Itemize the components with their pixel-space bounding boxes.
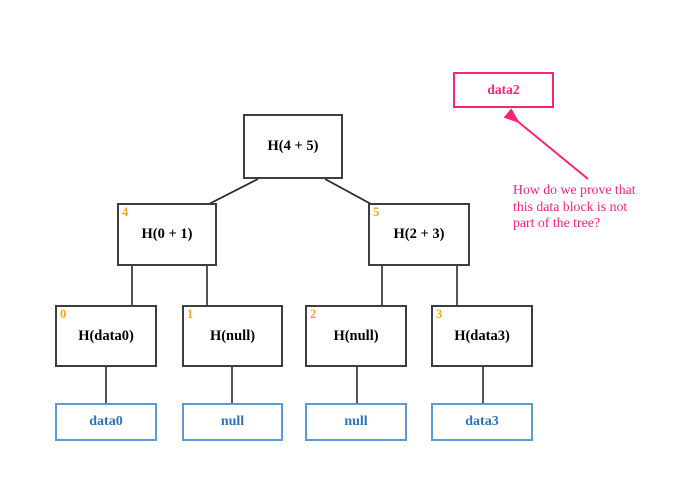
annotation-arrow: [503, 108, 589, 180]
data-block-label: data0: [89, 414, 123, 429]
leaf-hash-label: H(null): [209, 327, 256, 344]
leaf-hash-node-2: 2 H(null): [305, 305, 407, 367]
annotation-question-line: How do we prove that: [513, 182, 636, 197]
node-index-badge: 5: [373, 205, 380, 219]
internal-hash-node-4: 4 H(0 + 1): [117, 203, 217, 266]
node-index-badge: 1: [187, 307, 194, 321]
data-block-null-2: null: [305, 403, 407, 441]
node-index-badge: 3: [436, 307, 443, 321]
data-block-label: null: [344, 414, 368, 429]
annotation-question-line: this data block is not: [513, 198, 628, 214]
internal-hash-node-5: 5 H(2 + 3): [368, 203, 470, 266]
node-index-badge: 2: [310, 307, 317, 321]
node-index-badge: 4: [122, 205, 129, 219]
data-block-data0: data0: [55, 403, 157, 441]
annotation-question: How do we prove that this data block is …: [513, 182, 677, 232]
internal-hash-label: H(0 + 1): [141, 226, 193, 242]
orphan-data-block-data2: data2: [453, 72, 554, 108]
leaf-hash-label: H(null): [333, 327, 379, 344]
internal-hash-label: H(2 + 3): [393, 226, 445, 242]
data-block-label: data3: [465, 414, 499, 429]
orphan-data-block-label: data2: [487, 82, 520, 97]
leaf-hash-node-3: 3 H(data3): [431, 305, 533, 367]
root-hash-node: H(4 + 5): [243, 114, 343, 179]
data-block-data3: data3: [431, 403, 533, 441]
leaf-hash-label: H(data0): [78, 327, 134, 344]
root-hash-label: H(4 + 5): [267, 138, 319, 154]
leaf-hash-node-1: 1 H(null): [182, 305, 283, 367]
node-index-badge: 0: [60, 307, 67, 321]
leaf-hash-label: H(data3): [454, 327, 510, 344]
leaf-hash-node-0: 0 H(data0): [55, 305, 157, 367]
data-block-null-1: null: [182, 403, 283, 441]
annotation-question-line: part of the tree?: [513, 215, 600, 230]
data-block-label: null: [220, 414, 245, 429]
